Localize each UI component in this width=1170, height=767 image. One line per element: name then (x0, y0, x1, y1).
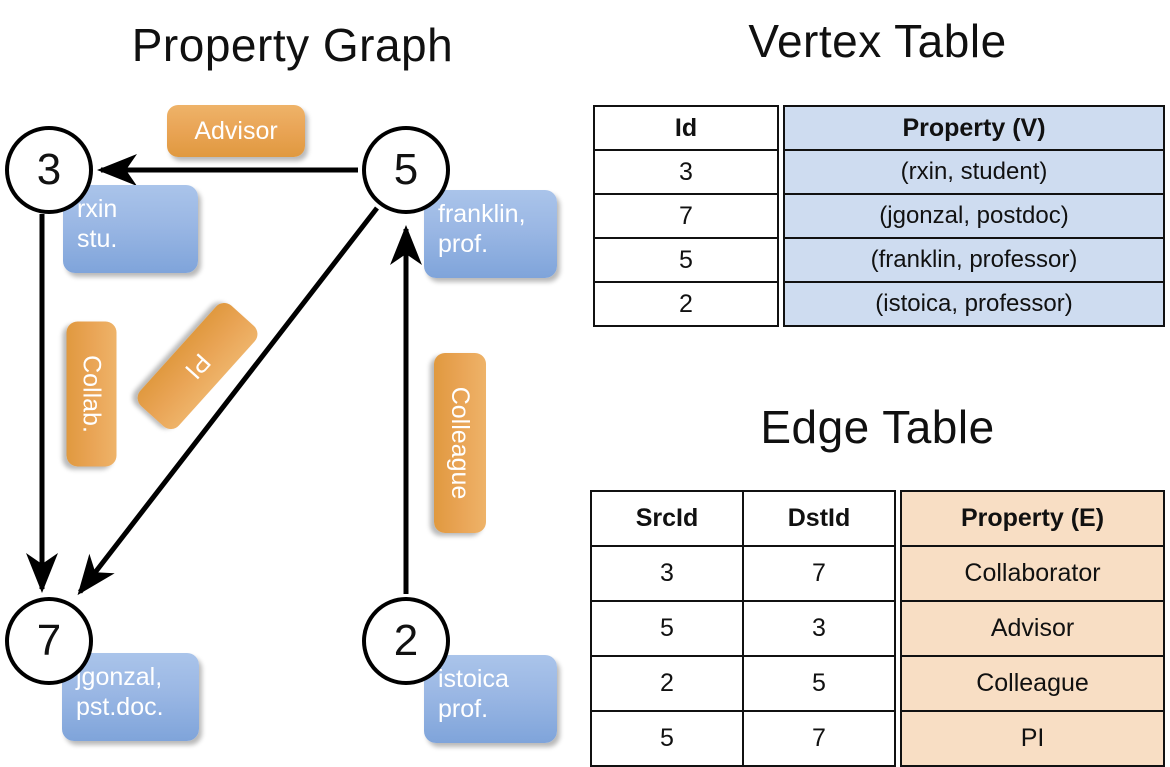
vertex-cell-property: (rxin, student) (783, 149, 1165, 195)
vertex-table-column-gap (778, 282, 784, 326)
vertex-cell-id: 3 (593, 149, 779, 195)
vertex-table-column-gap (778, 238, 784, 282)
vertex-table-column-gap (778, 106, 784, 150)
page-title-edge-table: Edge Table (760, 401, 995, 453)
vertex-table-column-gap (778, 194, 784, 238)
edge-table-column-gap (895, 656, 901, 711)
page-title-vertex-table: Vertex Table (748, 15, 1007, 67)
vertex-property-box-5[interactable]: franklin, prof. (424, 190, 557, 278)
edge-table-column-gap (895, 711, 901, 766)
graph-node-3[interactable]: 3 (5, 126, 93, 214)
edge-cell-dstid: 7 (742, 545, 896, 602)
edge-table-column-gap (895, 546, 901, 601)
vertex-cell-id: 7 (593, 193, 779, 239)
edge-cell-property: Colleague (900, 655, 1165, 712)
edge-table-column-gap (895, 491, 901, 546)
vertex-table-header-row: Id Property (V) (593, 105, 1165, 151)
vertex-cell-property: (istoica, professor) (783, 281, 1165, 327)
edge-cell-dstid: 7 (742, 710, 896, 767)
table-row[interactable]: 2 5 Colleague (590, 655, 1165, 712)
edge-cell-dstid: 3 (742, 600, 896, 657)
edge-table-header-srcid: SrcId (590, 490, 744, 547)
vertex-property-box-2[interactable]: istoica prof. (424, 655, 557, 743)
edge-cell-property: Advisor (900, 600, 1165, 657)
edge-cell-property: Collaborator (900, 545, 1165, 602)
page-title-property-graph: Property Graph (131, 19, 454, 71)
edge-table-header-dstid: DstId (742, 490, 896, 547)
table-row[interactable]: 3 7 Collaborator (590, 545, 1165, 602)
vertex-cell-id: 5 (593, 237, 779, 283)
table-row[interactable]: 5 3 Advisor (590, 600, 1165, 657)
vertex-cell-property: (jgonzal, postdoc) (783, 193, 1165, 239)
edge-cell-srcid: 5 (590, 600, 744, 657)
table-row[interactable]: 5 7 PI (590, 710, 1165, 767)
edge-cell-srcid: 3 (590, 545, 744, 602)
edge-cell-property: PI (900, 710, 1165, 767)
vertex-cell-id: 2 (593, 281, 779, 327)
edge-cell-srcid: 5 (590, 710, 744, 767)
vertex-table-header-id: Id (593, 105, 779, 151)
vertex-table-header-property: Property (V) (783, 105, 1165, 151)
table-row[interactable]: 7 (jgonzal, postdoc) (593, 193, 1165, 239)
edge-table: SrcId DstId Property (E) 3 7 Collaborato… (590, 490, 1165, 767)
edge-label-pi[interactable]: PI (133, 298, 262, 434)
vertex-table-column-gap (778, 150, 784, 194)
edge-label-collab[interactable]: Collab. (66, 321, 117, 467)
table-row[interactable]: 2 (istoica, professor) (593, 281, 1165, 327)
edge-cell-srcid: 2 (590, 655, 744, 712)
edge-label-advisor[interactable]: Advisor (167, 105, 305, 157)
vertex-cell-property: (franklin, professor) (783, 237, 1165, 283)
table-row[interactable]: 3 (rxin, student) (593, 149, 1165, 195)
vertex-property-box-3[interactable]: rxin stu. (63, 185, 198, 273)
vertex-table: Id Property (V) 3 (rxin, student) 7 (jgo… (593, 105, 1165, 327)
edge-cell-dstid: 5 (742, 655, 896, 712)
edge-table-column-gap (895, 601, 901, 656)
property-graph-diagram: Advisor Collab. PI Colleague rxin stu. f… (0, 0, 585, 760)
vertex-property-box-7[interactable]: jgonzal, pst.doc. (62, 653, 199, 741)
graph-node-5[interactable]: 5 (362, 126, 450, 214)
edge-table-header-row: SrcId DstId Property (E) (590, 490, 1165, 547)
graph-node-7[interactable]: 7 (5, 597, 93, 685)
graph-node-2[interactable]: 2 (362, 597, 450, 685)
edge-label-colleague[interactable]: Colleague (434, 353, 486, 533)
edge-table-header-property: Property (E) (900, 490, 1165, 547)
table-row[interactable]: 5 (franklin, professor) (593, 237, 1165, 283)
